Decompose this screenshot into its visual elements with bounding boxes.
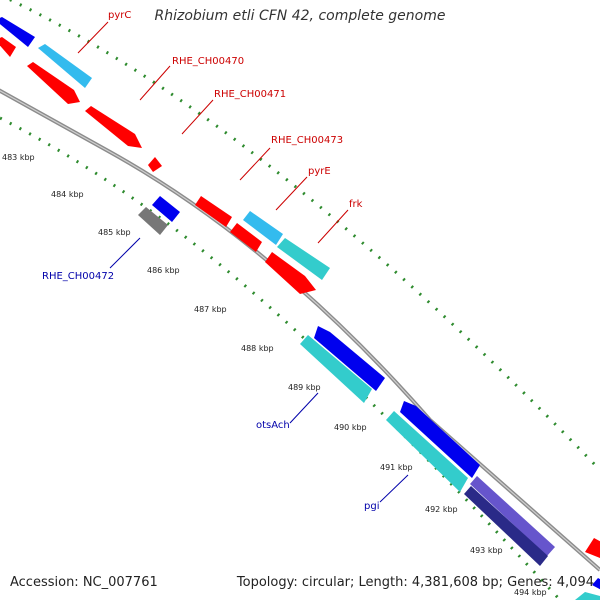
kbp-labels: 483 kbp 484 kbp 485 kbp 486 kbp 487 kbp … — [2, 153, 547, 597]
gene-arrow[interactable] — [386, 411, 468, 492]
gene-arrow[interactable] — [277, 238, 330, 280]
kbp-label: 491 kbp — [380, 463, 413, 472]
topology-text: Topology: circular; Length: 4,381,608 bp… — [236, 575, 594, 590]
outer-tick-track — [7, 0, 600, 472]
gene-label-frk: frk — [349, 199, 363, 210]
gene-arrow[interactable] — [0, 37, 16, 57]
kbp-label: 489 kbp — [288, 383, 321, 392]
kbp-label: 493 kbp — [470, 546, 503, 555]
gene-label-pyrE: pyrE — [308, 166, 331, 177]
gene-arrow[interactable] — [575, 592, 600, 600]
gene-arrow[interactable] — [592, 578, 600, 592]
gene-arrow[interactable] — [138, 207, 168, 235]
gene-arrow[interactable] — [300, 335, 372, 403]
kbp-label: 494 kbp — [514, 588, 547, 597]
kbp-label: 492 kbp — [425, 505, 458, 514]
kbp-label: 485 kbp — [98, 228, 131, 237]
gene-arrow[interactable] — [470, 476, 555, 556]
gene-arrow[interactable] — [148, 157, 162, 172]
gene-label-pgi: pgi — [364, 501, 379, 512]
genome-title: Rhizobium etli CFN 42, complete genome — [154, 8, 446, 24]
accession-text: Accession: NC_007761 — [10, 575, 158, 590]
kbp-label: 488 kbp — [241, 344, 274, 353]
gene-arrow[interactable] — [314, 326, 385, 391]
inner-tick-track — [0, 116, 562, 600]
gene-arrow[interactable] — [400, 401, 480, 478]
gene-arrow[interactable] — [27, 62, 80, 104]
kbp-label: 487 kbp — [194, 305, 227, 314]
gene-label-rhe-ch00473: RHE_CH00473 — [271, 135, 343, 146]
gene-arrow[interactable] — [230, 223, 262, 252]
gene-arrow[interactable] — [38, 44, 92, 88]
gene-arrow[interactable] — [85, 106, 142, 148]
gene-arrow[interactable] — [464, 486, 548, 566]
gene-label-rhe-ch00472: RHE_CH00472 — [42, 271, 114, 282]
kbp-label: 483 kbp — [2, 153, 35, 162]
genome-backbone — [0, 88, 600, 572]
gene-label-rhe-ch00470: RHE_CH00470 — [172, 56, 244, 67]
gene-label-rhe-ch00471: RHE_CH00471 — [214, 89, 286, 100]
kbp-label: 486 kbp — [147, 266, 180, 275]
gene-arrow[interactable] — [585, 538, 600, 560]
kbp-label: 484 kbp — [51, 190, 84, 199]
gene-arrow[interactable] — [0, 17, 35, 47]
gene-arrow[interactable] — [195, 196, 232, 227]
kbp-label: 490 kbp — [334, 423, 367, 432]
gene-label-otsAch: otsAch — [256, 420, 290, 431]
gene-label-pyrC: pyrC — [108, 10, 131, 21]
label-leaders — [77, 21, 409, 503]
gene-arrow[interactable] — [243, 211, 283, 245]
genome-backbone-highlight — [0, 90, 600, 571]
gene-arrow[interactable] — [265, 252, 316, 294]
gene-arrow[interactable] — [152, 196, 180, 222]
